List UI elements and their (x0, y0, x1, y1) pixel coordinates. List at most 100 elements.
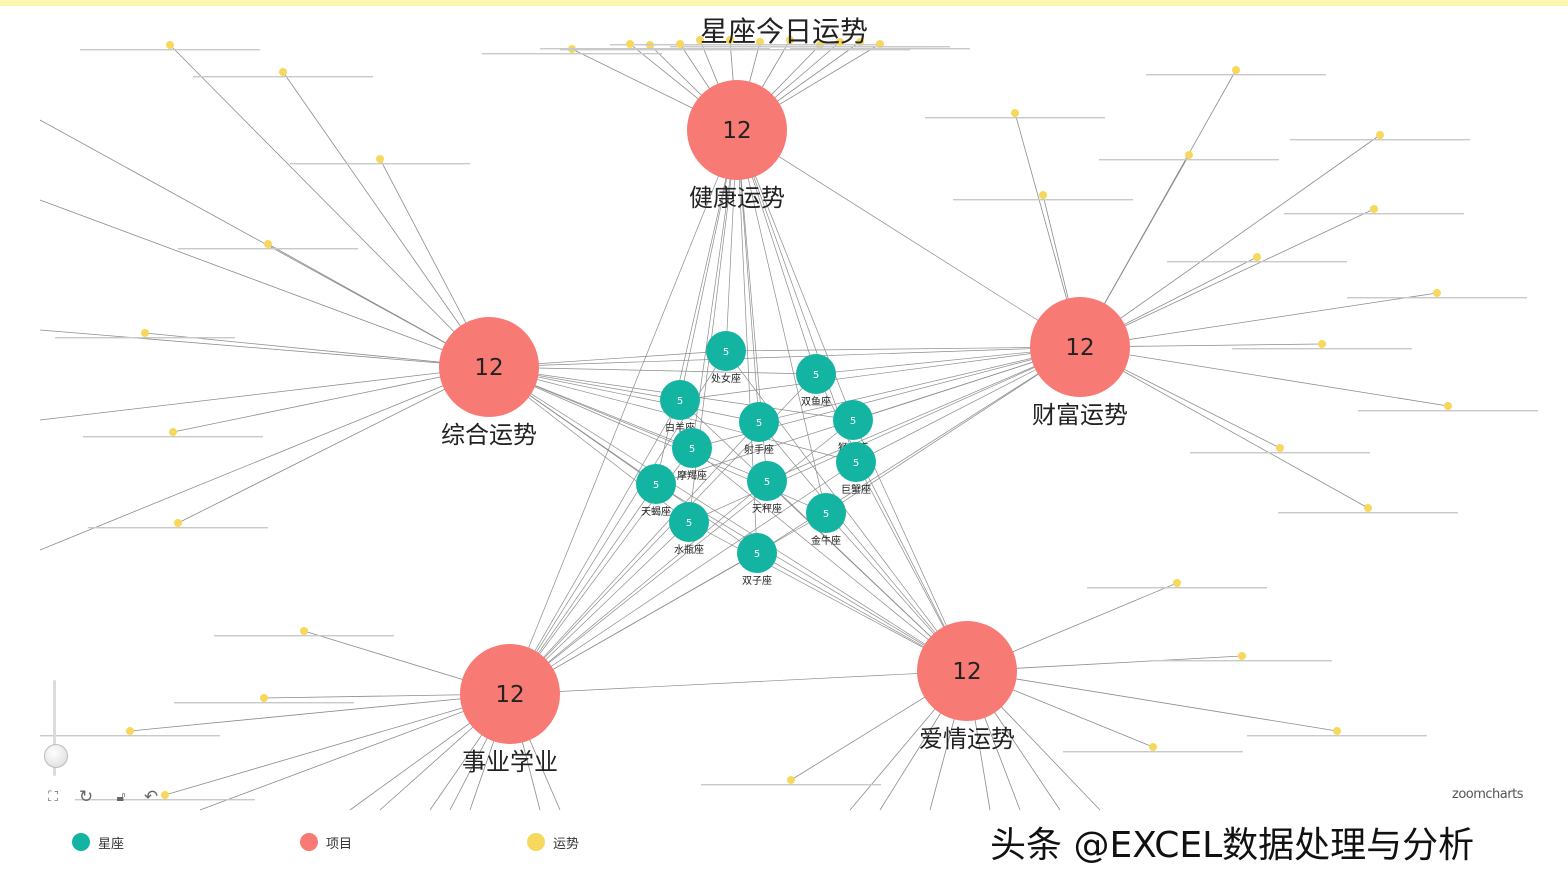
fortune-node[interactable] (1433, 289, 1441, 297)
legend-item-sign[interactable]: 星座 (72, 830, 124, 854)
fortune-node[interactable] (1444, 402, 1452, 410)
fortune-text-line (80, 49, 260, 51)
fortune-node[interactable] (1232, 66, 1240, 74)
fortune-node[interactable] (300, 627, 308, 635)
fortune-node[interactable] (1238, 652, 1246, 660)
fortune-node[interactable] (1364, 504, 1372, 512)
sign-node-label: 处女座 (711, 372, 741, 385)
edge (488, 346, 1081, 368)
fortune-text-line (1290, 139, 1470, 141)
sign-node-count: 5 (754, 549, 760, 560)
fortune-node[interactable] (260, 694, 268, 702)
edge (172, 366, 490, 433)
fortune-node[interactable] (141, 329, 149, 337)
fortune-text-line (1190, 452, 1370, 454)
sign-node-circle (660, 380, 700, 420)
fortune-node[interactable] (1173, 579, 1181, 587)
fortune-node[interactable] (786, 36, 794, 44)
fortune-node[interactable] (161, 791, 169, 799)
category-node-count: 12 (474, 355, 503, 381)
fortune-node[interactable] (836, 38, 844, 46)
fortune-node[interactable] (1333, 727, 1341, 735)
sign-node-label: 摩羯座 (677, 469, 707, 482)
fortune-node[interactable] (626, 40, 634, 48)
fortune-node[interactable] (174, 519, 182, 527)
edge (509, 129, 738, 695)
edge (164, 693, 511, 796)
edge (509, 421, 760, 695)
fortune-node[interactable] (1149, 743, 1157, 751)
fortune-node[interactable] (279, 68, 287, 76)
fortune-node[interactable] (676, 40, 684, 48)
sign-node-count: 5 (813, 370, 819, 381)
fortune-node[interactable] (169, 428, 177, 436)
legend-item-category[interactable]: 项目 (300, 830, 352, 854)
fortune-node[interactable] (1253, 253, 1261, 261)
category-node-count: 12 (1065, 335, 1094, 361)
fortune-node[interactable] (1276, 444, 1284, 452)
fit-screen-icon[interactable]: ⛶ (48, 789, 58, 805)
legend-label: 项目 (326, 836, 353, 852)
refresh-icon[interactable]: ↻ (78, 787, 94, 807)
legend-item-fortune[interactable]: 运势 (527, 830, 579, 854)
sign-node-count: 5 (823, 509, 829, 520)
fortune-text-line (560, 49, 740, 51)
category-node-circle (1030, 297, 1130, 397)
back-icon[interactable]: ↶ (143, 787, 159, 807)
edge (736, 129, 1081, 348)
edge (679, 346, 1081, 401)
edge (282, 71, 490, 368)
category-node-general[interactable]: 12 综合运势 (439, 317, 539, 449)
fortune-node[interactable] (1185, 151, 1193, 159)
fortune-node[interactable] (1318, 340, 1326, 348)
edge (169, 44, 490, 368)
fortune-node[interactable] (166, 41, 174, 49)
category-node-circle (687, 80, 787, 180)
fortune-node[interactable] (787, 776, 795, 784)
edge (199, 693, 511, 811)
fortune-node[interactable] (1370, 205, 1378, 213)
fortune-text-line (750, 46, 930, 48)
fortune-node[interactable] (376, 155, 384, 163)
fortune-node[interactable] (1011, 109, 1019, 117)
sign-node-circle (739, 402, 779, 442)
edge (488, 366, 758, 554)
category-node-label: 综合运势 (441, 421, 537, 449)
fortune-text-line (40, 735, 220, 737)
fortune-node[interactable] (1376, 131, 1384, 139)
sign-node-count: 5 (677, 396, 683, 407)
edge (1079, 292, 1438, 348)
lock-icon[interactable]: 🔓︎ (116, 789, 126, 805)
sign-node[interactable]: 5 双子座 (737, 533, 777, 587)
sign-node-label: 水瓶座 (674, 543, 704, 556)
fortune-node[interactable] (1039, 191, 1047, 199)
sign-node-count: 5 (853, 458, 859, 469)
fortune-node[interactable] (264, 240, 272, 248)
fortune-node[interactable] (726, 36, 734, 44)
fortune-node[interactable] (126, 727, 134, 735)
fortune-node[interactable] (696, 36, 704, 44)
zoom-slider-handle[interactable] (44, 744, 68, 768)
zoom-slider-track[interactable] (53, 680, 56, 776)
sign-node-label: 双子座 (742, 574, 772, 587)
edge (509, 480, 768, 695)
fortune-text-line (1087, 587, 1267, 589)
edge (736, 129, 827, 514)
fortune-text-line (540, 48, 720, 50)
